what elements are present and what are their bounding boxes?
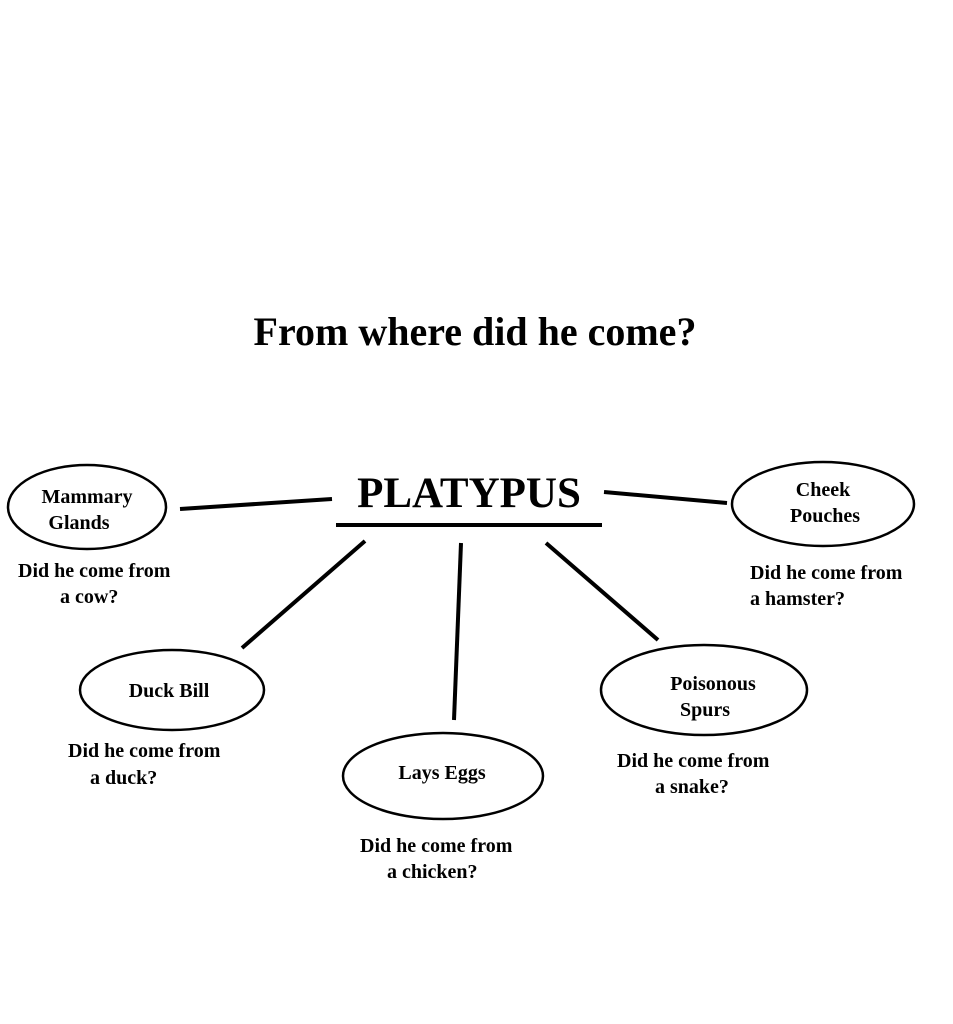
node-question: Did he come from — [18, 560, 171, 582]
node-lays-eggs: Lays Eggs Did he come from a chicken? — [341, 731, 545, 883]
node-label: Duck Bill — [129, 680, 210, 702]
node-cheek-pouches: Cheek Pouches Did he come from a hamster… — [730, 460, 916, 610]
node-question: Did he come from — [617, 750, 770, 772]
node-question: Did he come from — [68, 740, 221, 762]
node-label: Glands — [48, 512, 109, 534]
node-question: a snake? — [655, 776, 729, 798]
node-ellipse — [599, 643, 809, 737]
node-poisonous-spurs: Poisonous Spurs Did he come from a snake… — [599, 643, 809, 798]
node-duck-bill: Duck Bill Did he come from a duck? — [68, 648, 266, 789]
node-label: Pouches — [790, 505, 860, 527]
connector-lays-eggs — [452, 542, 463, 721]
node-question: a cow? — [60, 586, 118, 608]
node-ellipse — [730, 460, 916, 548]
node-mammary-glands: Mammary Glands Did he come from a cow? — [6, 463, 171, 608]
node-label: Poisonous — [670, 673, 756, 695]
node-question: Did he come from — [750, 562, 903, 584]
connector-duck-bill — [240, 539, 367, 650]
node-label: Lays Eggs — [398, 762, 485, 784]
node-ellipse — [341, 731, 545, 821]
node-question: a hamster? — [750, 588, 845, 610]
node-ellipse — [6, 463, 168, 551]
node-label: Mammary — [41, 486, 132, 508]
connector-spurs — [544, 541, 660, 642]
node-label: Spurs — [680, 699, 730, 721]
node-label: Cheek — [796, 479, 851, 501]
node-question: a duck? — [90, 767, 157, 789]
node-ellipse — [78, 648, 266, 732]
connector-mammary — [179, 497, 333, 511]
diagram-title: From where did he come? — [254, 309, 697, 354]
node-question: Did he come from — [360, 835, 513, 857]
connector-cheek — [603, 490, 728, 505]
node-question: a chicken? — [387, 861, 478, 883]
central-concept: PLATYPUS — [357, 470, 581, 517]
